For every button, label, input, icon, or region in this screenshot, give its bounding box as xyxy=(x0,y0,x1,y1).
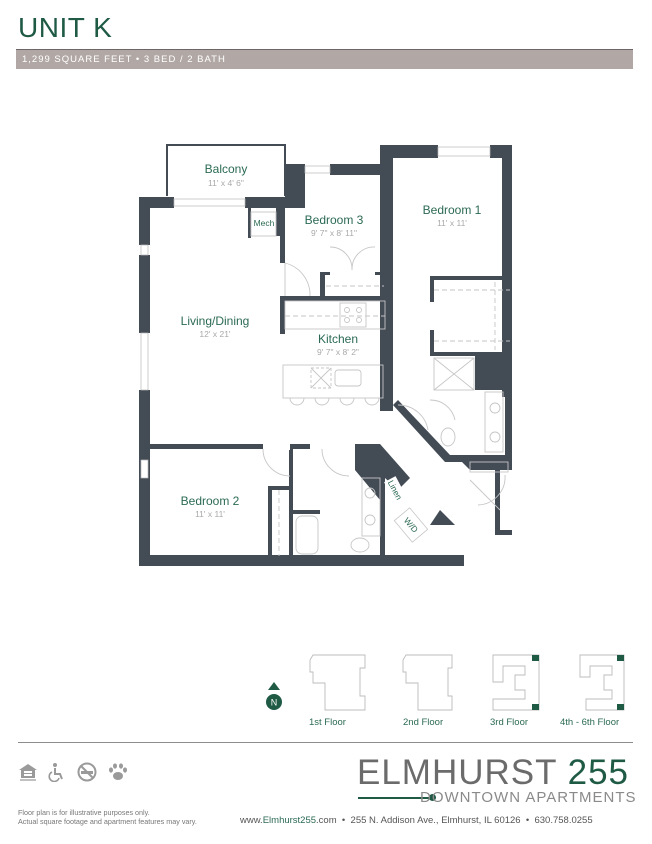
accessible-icon xyxy=(48,763,63,782)
brand-name: ELMHURST xyxy=(357,753,557,792)
bedroom2-dims: 11' x 11' xyxy=(195,509,225,519)
floor-label-3[interactable]: 3rd Floor xyxy=(490,717,529,728)
disclaimer-line2: Actual square footage and apartment feat… xyxy=(18,817,197,826)
compass: N xyxy=(266,682,282,710)
no-smoking-icon xyxy=(77,762,97,782)
balcony-label: Balcony xyxy=(205,162,248,176)
separator: • xyxy=(525,815,530,826)
mech-label: Mech xyxy=(254,218,275,228)
floor-label-4-6[interactable]: 4th - 6th Floor xyxy=(560,717,620,728)
bedroom3-dims: 9' 7" x 8' 11" xyxy=(311,228,357,238)
bedroom1-dims: 11' x 11' xyxy=(437,218,467,228)
floor-label-2[interactable]: 2nd Floor xyxy=(403,717,444,728)
floor1-keyplan xyxy=(309,654,366,711)
balcony-dims: 11' x 4' 6" xyxy=(208,178,244,188)
floor2-keyplan xyxy=(402,654,453,711)
disclaimer-line1: Floor plan is for illustrative purposes … xyxy=(18,808,150,817)
kitchen-dims: 9' 7" x 8' 2" xyxy=(317,347,359,357)
address: 255 N. Addison Ave., Elmhurst, IL 60126 xyxy=(350,815,521,826)
brand-tagline: DOWNTOWN APARTMENTS xyxy=(420,789,637,806)
amenity-icons xyxy=(18,762,129,782)
spec-bar: 1,299 SQUARE FEET • 3 BED / 2 BATH xyxy=(16,49,633,69)
bedroom3-label: Bedroom 3 xyxy=(305,213,364,227)
floor3-keyplan xyxy=(492,654,540,711)
contact-line: www.Elmhurst255.com • 255 N. Addison Ave… xyxy=(240,815,593,826)
fixtures xyxy=(250,211,510,556)
brand-logo: ELMHURST 255 xyxy=(357,755,629,790)
website-link[interactable]: www.Elmhurst255.com xyxy=(240,815,337,826)
brand-number: 255 xyxy=(567,753,630,792)
brand-dot-icon xyxy=(429,794,436,801)
separator: • xyxy=(341,815,346,826)
floor-label-1[interactable]: 1st Floor xyxy=(309,717,346,728)
kitchen-label: Kitchen xyxy=(318,332,358,346)
north-circle-icon xyxy=(266,694,282,710)
compass-letter: N xyxy=(271,698,278,708)
bedroom1-label: Bedroom 1 xyxy=(423,203,482,217)
unit-title: UNIT K xyxy=(18,12,113,43)
brand-underline xyxy=(358,797,433,799)
north-arrow-icon xyxy=(268,682,280,690)
bedroom2-label: Bedroom 2 xyxy=(181,494,240,508)
footer-divider xyxy=(18,742,633,743)
living-dining-dims: 12' x 21' xyxy=(199,329,231,339)
phone[interactable]: 630.758.0255 xyxy=(534,815,593,826)
windows xyxy=(140,146,491,479)
equal-housing-icon xyxy=(19,764,37,781)
floor4-6-keyplan xyxy=(579,654,625,711)
pet-friendly-icon xyxy=(109,763,127,780)
walls xyxy=(139,144,512,566)
living-dining-label: Living/Dining xyxy=(181,314,250,328)
disclaimer: Floor plan is for illustrative purposes … xyxy=(18,808,197,826)
unit-specs: 1,299 SQUARE FEET • 3 BED / 2 BATH xyxy=(22,54,226,65)
